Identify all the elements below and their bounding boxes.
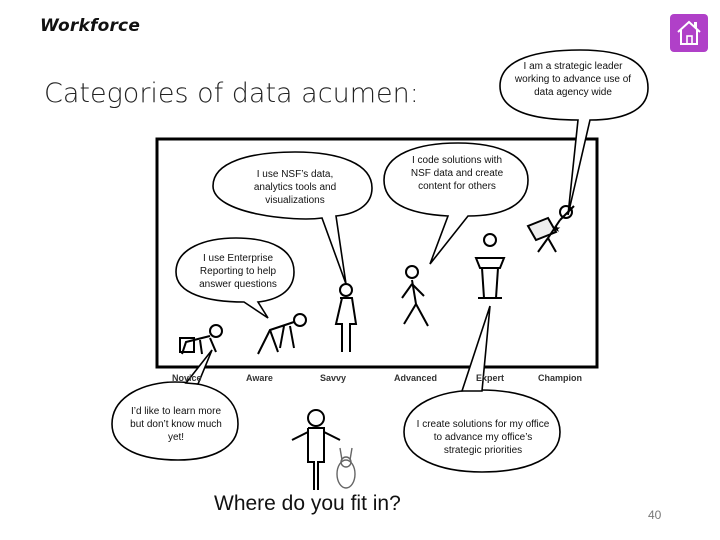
stage-label-aware: Aware <box>246 373 273 383</box>
novice-figure <box>179 324 223 355</box>
bunny-icon <box>336 447 356 489</box>
bubble-aware-text: I use Enterprise Reporting to help answe… <box>199 253 277 290</box>
aware-bubble <box>175 237 295 319</box>
home-button[interactable] <box>670 14 708 52</box>
novice-bubble <box>111 349 239 461</box>
bystander-figure <box>291 409 341 490</box>
svg-text:★: ★ <box>552 224 561 235</box>
stage-label-champion: Champion <box>538 373 582 383</box>
expert-figure <box>474 233 506 299</box>
bubble-advanced-text: I code solutions with NSF data and creat… <box>410 155 504 192</box>
champion-figure: ★ <box>526 205 575 253</box>
page-number: 40 <box>648 508 662 522</box>
slide-title: Categories of data acumen: <box>44 78 419 109</box>
advanced-figure <box>401 265 429 327</box>
expert-bubble <box>403 305 561 473</box>
stage-label-novice: Novice <box>172 373 202 383</box>
stage-label-expert: Expert <box>476 373 505 383</box>
savvy-figure <box>334 283 358 352</box>
stage-label-savvy: Savvy <box>320 373 347 383</box>
savvy-bubble <box>212 151 373 285</box>
champion-bubble <box>499 49 649 216</box>
bubble-savvy-text: I use NSF’s data, analytics tools and vi… <box>253 169 337 206</box>
aware-figure <box>257 313 307 355</box>
home-icon <box>677 20 701 45</box>
workforce-header: Workforce <box>40 16 141 36</box>
stage-label-advanced: Advanced <box>394 373 438 383</box>
question-text: Where do you fit in? <box>214 492 401 515</box>
stage-frame <box>155 137 599 369</box>
bubble-novice-text: I’d like to learn more but don’t know mu… <box>130 406 222 443</box>
bubble-expert-text: I create solutions for my office to adva… <box>416 419 550 456</box>
advanced-bubble <box>383 142 529 265</box>
bubble-champion-text: I am a strategic leader working to advan… <box>514 61 632 98</box>
